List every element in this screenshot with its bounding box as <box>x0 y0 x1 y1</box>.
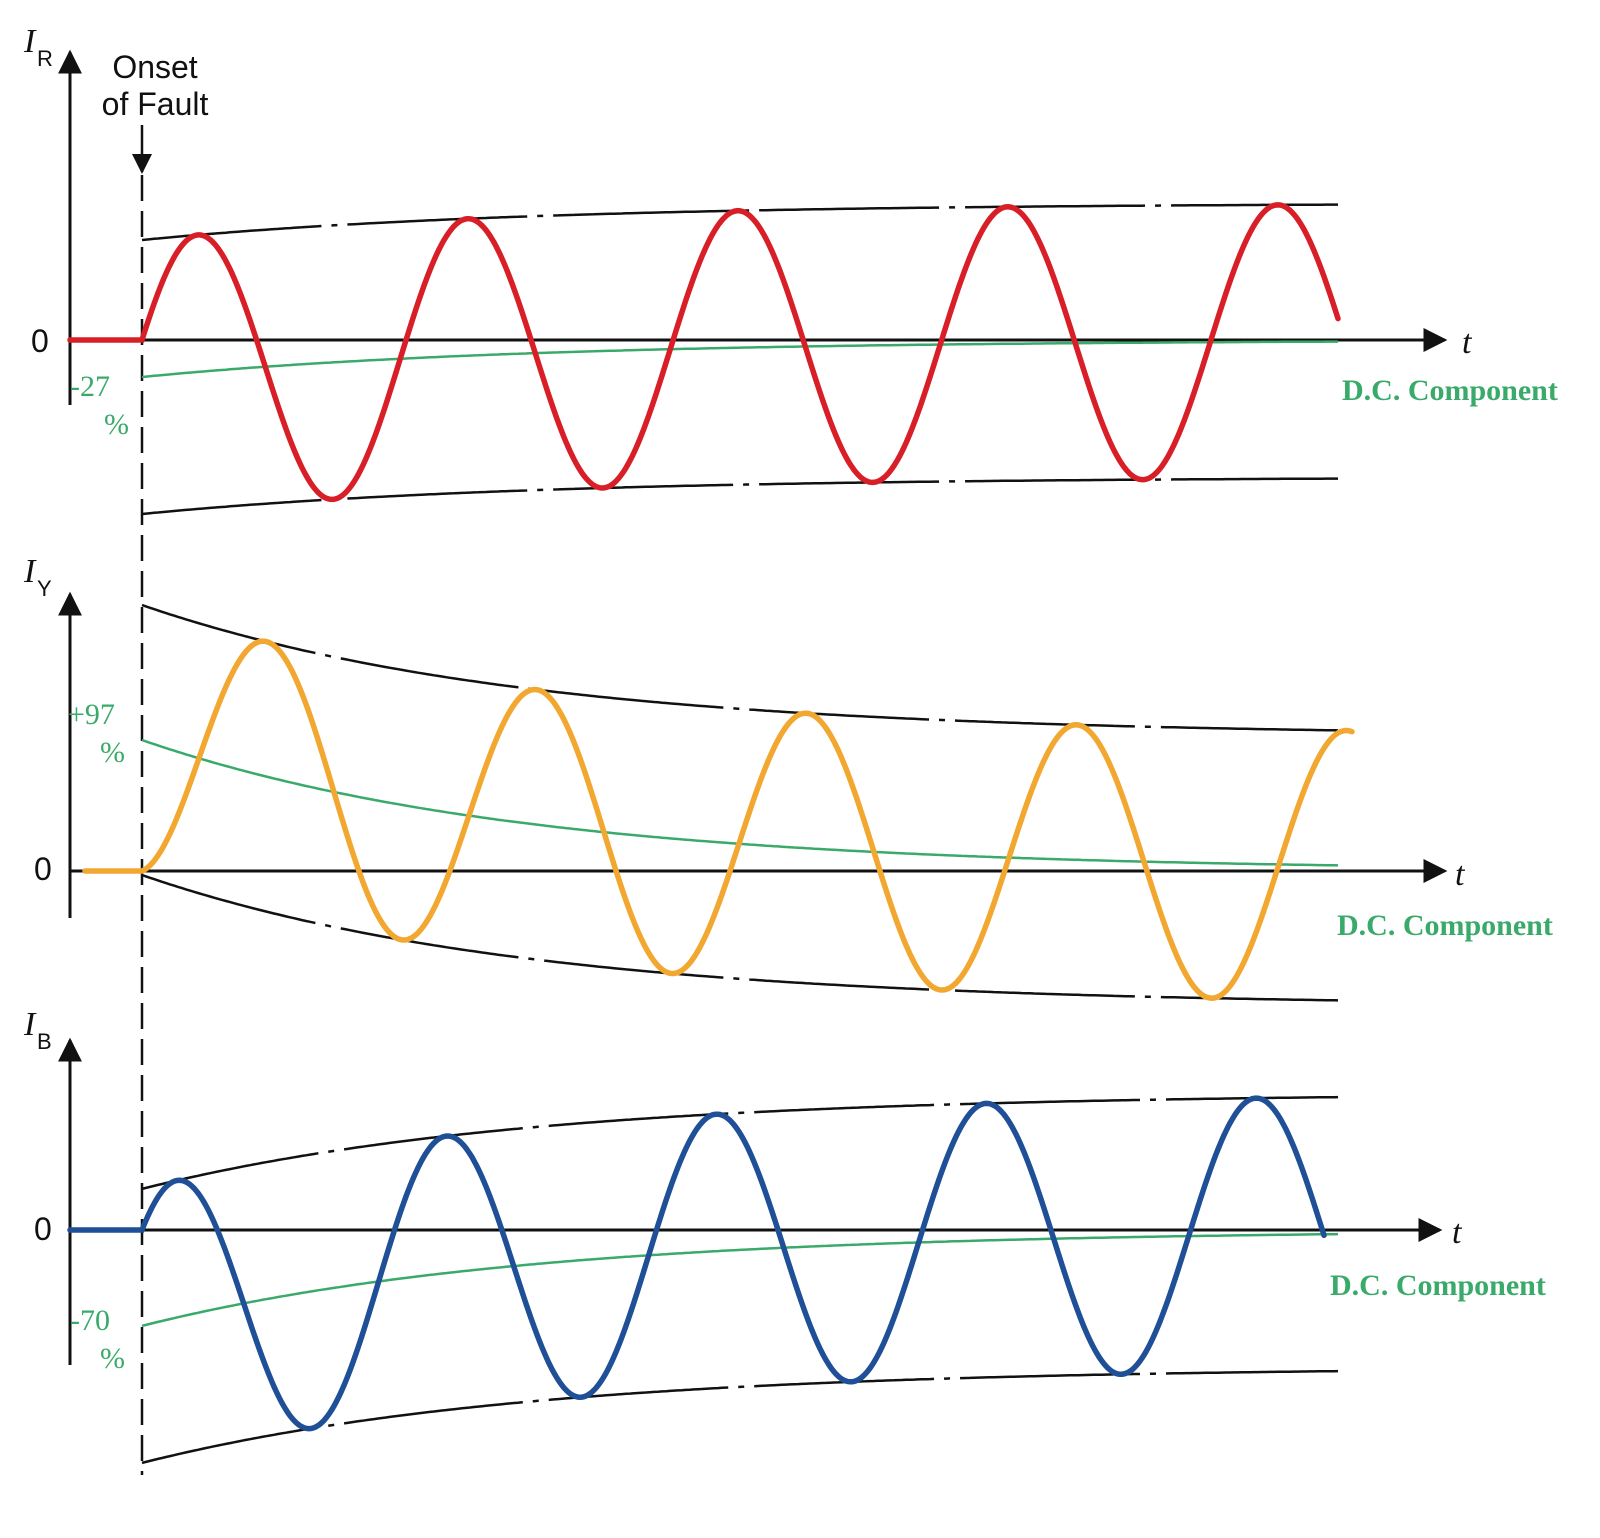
dc-unit-label-Y: % <box>100 736 125 769</box>
y-axis-subscript-B: B <box>37 1029 52 1054</box>
onset-label-line1: Onset <box>112 49 197 85</box>
x-axis-label-B: t <box>1452 1214 1463 1251</box>
onset-label-line2: of Fault <box>102 86 209 122</box>
envelope-upper-Y <box>141 603 1339 732</box>
envelope-lower-B <box>141 1369 1339 1465</box>
dc-offset-label-Y: +97 <box>68 698 115 731</box>
current-wave-Y <box>82 638 1355 1001</box>
dc-label-Y: D.C. Component <box>1337 909 1553 942</box>
y-axis-symbol-B: I <box>23 1006 37 1043</box>
dc-label-B: D.C. Component <box>1330 1269 1546 1302</box>
panel-B: I B 0 t -70 % D.C. Component <box>23 1006 1546 1465</box>
x-axis-label-R: t <box>1462 324 1473 361</box>
envelope-upper-R <box>141 203 1338 242</box>
zero-label-Y: 0 <box>34 851 52 887</box>
zero-label-B: 0 <box>34 1211 52 1247</box>
dc-unit-label-R: % <box>104 408 129 441</box>
dc-curve-B <box>141 1232 1339 1328</box>
y-axis-symbol-Y: I <box>23 553 37 590</box>
current-wave-R <box>67 202 1341 503</box>
dc-unit-label-B: % <box>100 1342 125 1375</box>
y-axis-subscript-R: R <box>37 46 53 71</box>
current-wave-B <box>67 1095 1327 1432</box>
dc-curve-R <box>141 340 1338 379</box>
panel-Y: I Y 0 t +97 % D.C. Component <box>23 553 1553 1002</box>
dc-label-R: D.C. Component <box>1342 374 1558 407</box>
envelope-upper-B <box>141 1095 1339 1191</box>
envelope-lower-Y <box>141 873 1339 1002</box>
y-axis-symbol-R: I <box>23 23 37 60</box>
y-axis-subscript-Y: Y <box>37 576 52 601</box>
panel-R: I R 0 t -27 % D.C. Component <box>23 23 1558 516</box>
dc-offset-label-R: -27 <box>70 370 110 403</box>
zero-label-R: 0 <box>31 323 49 359</box>
dc-offset-label-B: -70 <box>70 1304 110 1337</box>
x-axis-label-Y: t <box>1455 856 1466 893</box>
